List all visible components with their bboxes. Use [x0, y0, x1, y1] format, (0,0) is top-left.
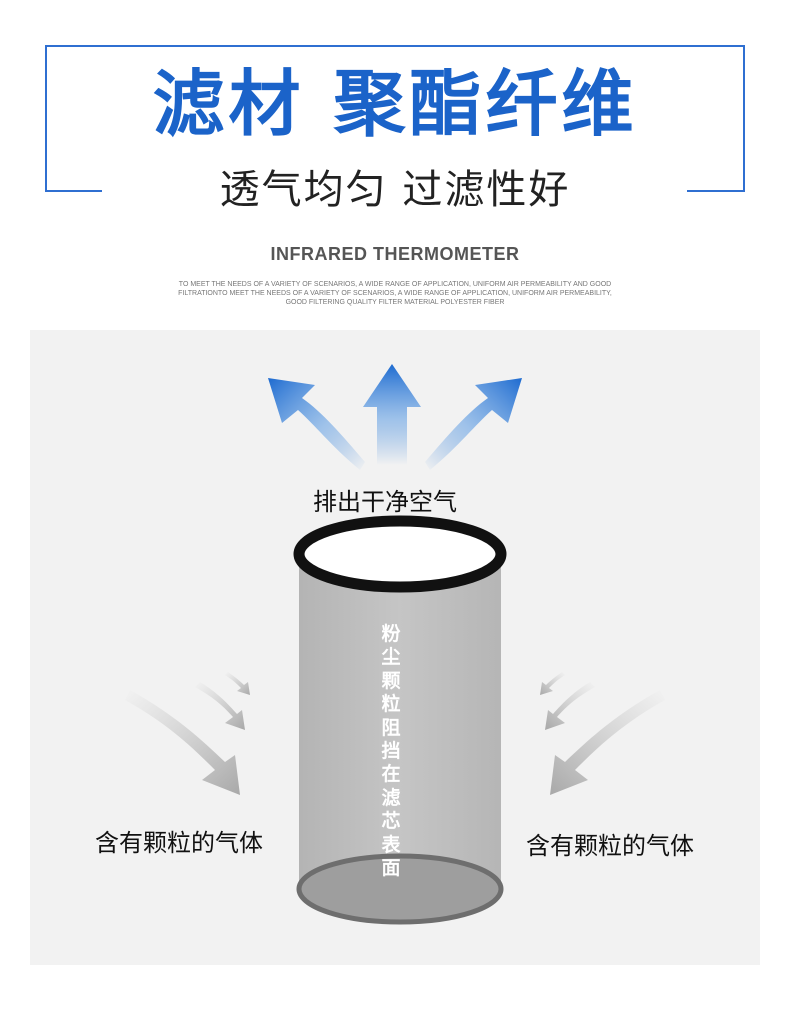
- page-subtitle: 透气均匀 过滤性好: [219, 167, 571, 213]
- frame-line-bottom-right: [687, 190, 745, 192]
- frame-line-top: [45, 45, 745, 47]
- curved-up-arrow-icon: [268, 378, 365, 470]
- frame-line-bottom-left: [45, 190, 102, 192]
- curved-up-arrow-icon: [425, 378, 522, 470]
- english-description: TO MEET THE NEEDS OF A VARIETY OF SCENAR…: [178, 281, 612, 306]
- frame-line-right: [743, 45, 745, 191]
- up-arrow-icon: [363, 364, 421, 465]
- filter-cartridge: [293, 515, 507, 925]
- curved-down-arrow-icon: [540, 672, 665, 795]
- outlet-label: 排出干净空气: [313, 488, 457, 516]
- curved-down-arrow-icon: [125, 672, 250, 795]
- filter-diagram-panel: 排出干净空气 粉尘颗粒阻挡在滤芯表面 含有颗粒的气体 含有颗粒的气体: [30, 330, 760, 965]
- frame-line-left: [45, 45, 47, 191]
- filter-cartridge-label: 粉尘颗粒阻挡在滤芯表面: [381, 623, 401, 880]
- filter-diagram-graphic: [125, 364, 665, 925]
- right-inlet-label: 含有颗粒的气体: [526, 832, 694, 860]
- english-title: INFRARED THERMOMETER: [270, 244, 520, 264]
- left-inlet-label: 含有颗粒的气体: [95, 829, 263, 857]
- page-title: 滤材 聚酯纤维: [152, 62, 638, 146]
